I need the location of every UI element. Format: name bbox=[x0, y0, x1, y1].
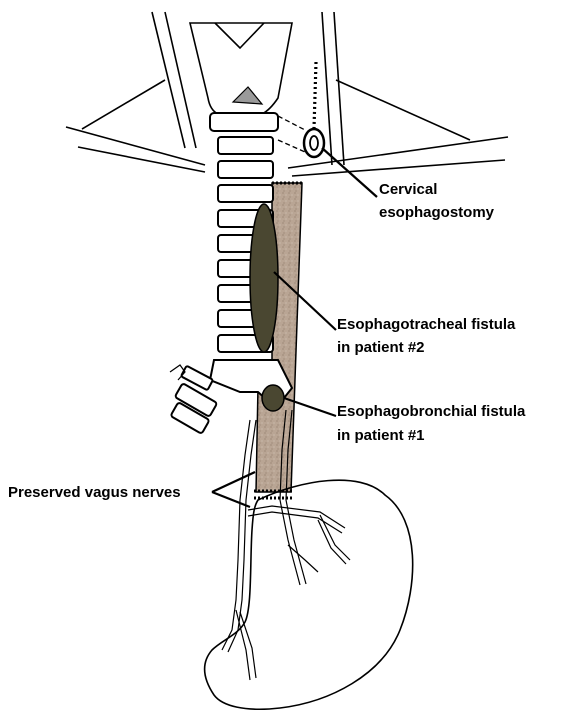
label-cervical-line2: esophagostomy bbox=[379, 204, 495, 221]
larynx bbox=[190, 23, 292, 114]
esophagobronchial-fistula bbox=[262, 385, 284, 411]
esophagotracheal-fistula bbox=[250, 204, 278, 352]
label-cervical-line1: Cervical bbox=[379, 181, 437, 198]
label-esophagobronchial-line1: Esophagobronchial fistula bbox=[337, 403, 526, 420]
label-esophagobronchial-line2: in patient #1 bbox=[337, 427, 425, 444]
label-vagus-nerves: Preserved vagus nerves bbox=[8, 484, 181, 501]
cervical-esophagostomy bbox=[278, 62, 324, 157]
label-esophagotracheal-line1: Esophagotracheal fistula bbox=[337, 316, 516, 333]
clavicle-lines bbox=[66, 80, 508, 176]
label-esophagotracheal-line2: in patient #2 bbox=[337, 339, 425, 356]
